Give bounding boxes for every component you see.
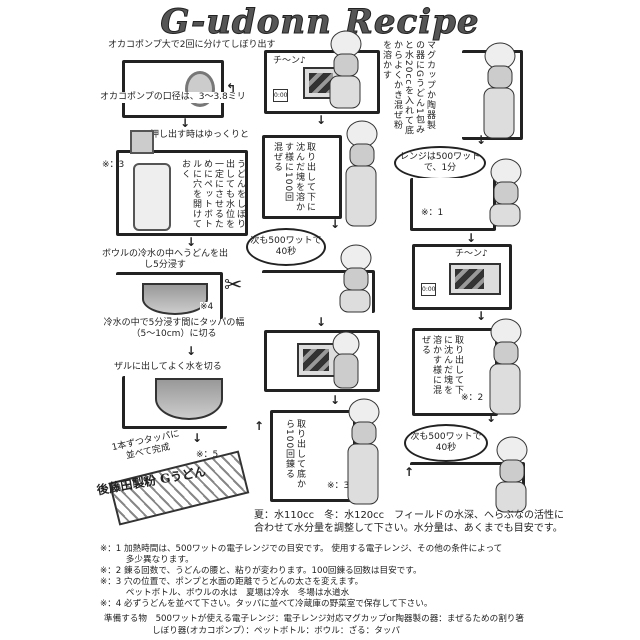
arrow-down-icon: ↓ — [476, 309, 487, 323]
step3-caption: ボウルの冷水の中へうどんを出し5分浸す — [101, 249, 228, 270]
knead-mark: ※：3 — [327, 481, 350, 491]
mark-1: ※：1 — [421, 208, 444, 218]
step2-mark: ※：3 — [102, 160, 125, 170]
speech-bubble: 次も500ワットで40秒 — [246, 228, 326, 266]
chef-illustration — [483, 42, 516, 139]
footnote: ※：1 加熱時間は、500ワットの電子レンジでの目安です。 使用する電子レンジ、… — [100, 544, 503, 554]
mix-text-2: 取り出して下に沈んだ塊を溶かす様に混ぜる — [420, 335, 463, 395]
step4-panel — [122, 376, 227, 429]
footnote: 多少異なります。 — [100, 555, 194, 565]
arrow-down-icon: ↓ — [180, 116, 191, 130]
scissors-icon: ✂ — [224, 273, 243, 298]
chime-text: チ～ン♪ — [455, 249, 488, 259]
chef-illustration — [329, 30, 362, 109]
knead-panel: 取り出して底から100回錬る ※：3 — [270, 410, 356, 502]
arrow-up-icon: ↑ — [404, 465, 415, 479]
chime-text: チ～ン♪ — [273, 56, 306, 66]
chef-illustration — [345, 120, 378, 227]
speech-bubble: レンジは500ワットで、1分 — [394, 146, 486, 180]
water-amount-line-2: 合わせて水分量を調整して下さい。水分量は、あくまでも目安です。 — [254, 523, 563, 534]
chef-illustration — [489, 318, 522, 415]
step3-mark: ※4 — [200, 302, 214, 313]
speech-bubble: 次も500ワットで40秒 — [404, 424, 488, 462]
footnote: ※：3 穴の位置で、ポンプと水面の距離でうどんの太さを変えます。 — [100, 577, 364, 587]
water-amount-line-1: 夏：水110cc 冬：水120cc フィールドの水深、へらぶなの活性に — [254, 510, 564, 521]
mix-text: 取り出して下に沈んだ塊を溶かす様に100回混ぜる — [272, 142, 315, 212]
arrow-down-icon: ↓ — [186, 344, 197, 358]
step5-caption: 1本ずつタッパに並べて完成 — [111, 429, 181, 462]
step1-panel — [122, 60, 224, 118]
step2-text: うどんをしぼり出しても水位を一定にさせるためにペットボトルに穴を開けておく — [180, 159, 245, 229]
chef-illustration — [332, 331, 360, 389]
step1-caption: オカコポンプ大で2回に分けてしぼり出す — [108, 40, 276, 50]
chef-illustration — [489, 158, 522, 227]
microwave-illustration — [449, 263, 501, 295]
colander-illustration — [155, 378, 223, 420]
footnotes: ※：1 加熱時間は、500ワットの電子レンジでの目安です。 使用する電子レンジ、… — [100, 544, 502, 610]
footnote: ※：4 必ずうどんを並べて下さい。タッパに並べて冷蔵庫の野菜室で保存して下さい。 — [100, 599, 433, 609]
recipe-title: G-udonn Recipe — [160, 2, 480, 43]
step2-caption: 押し出す時はゆっくりと — [150, 130, 250, 140]
arrow-down-icon: ↓ — [486, 411, 497, 425]
clock-display: 0:00 — [421, 283, 437, 296]
step1-note: オカコポンプの口径は、3～3.8ミリ — [100, 92, 246, 103]
chef-illustration — [495, 436, 528, 513]
arrow-down-icon: ↓ — [330, 217, 341, 231]
arrow-down-icon: ↓ — [316, 315, 327, 329]
step5-mark: ※：5 — [196, 450, 219, 460]
arrow-down-icon: ↓ — [330, 393, 341, 407]
bowl-illustration — [142, 283, 208, 315]
arrow-down-icon: ↓ — [186, 235, 197, 249]
footnote: ペットボトル、ボウルの水は 夏場は冷水 冬場は水道水 — [100, 588, 350, 598]
arrow-down-icon: ↓ — [316, 113, 327, 127]
knead-text: 取り出して底から100回錬る — [284, 419, 305, 489]
microwave-panel-3: チ～ン♪ 0:00 — [412, 244, 512, 310]
mark-2: ※：2 — [461, 393, 484, 403]
step3-note: 冷水の中で5分浸す間にタッパの幅（5～10cm）に切る — [103, 318, 245, 339]
prep-list-line-2: しぼり器(オカコポンプ）：ペットボトル：ボウル：ざる：タッパ — [152, 626, 401, 636]
footnote: ※：2 錬る回数で、うどんの腰と、粘りが変わります。100回錬る回数は目安です。 — [100, 566, 422, 576]
clock-display: 0:00 — [273, 89, 289, 102]
bottle-illustration — [133, 163, 171, 231]
chef-illustration — [339, 244, 372, 313]
mix-panel: 取り出して下に沈んだ塊を溶かす様に100回混ぜる — [262, 135, 342, 219]
arrow-up-icon: ↑ — [254, 419, 265, 433]
pump-illustration — [130, 130, 154, 154]
step2-panel: うどんをしぼり出しても水位を一定にさせるためにペットボトルに穴を開けておく — [116, 150, 248, 236]
arrow-icon: ↰ — [226, 81, 237, 95]
arrow-down-icon: ↓ — [476, 133, 487, 147]
prep-list-line-1: 準備する物 500ワットが使える電子レンジ：電子レンジ対応マグカップor陶器製の… — [104, 614, 524, 624]
arrow-down-icon: ↓ — [466, 231, 477, 245]
intro-text: マグカップか陶器製の器にGうどん1包みと水20ccを入れて底からよくかき混ぜ粉を… — [381, 40, 435, 136]
step4-caption: ザルに出してよく水を切る — [114, 362, 222, 372]
arrow-down-icon: ↓ — [192, 431, 203, 445]
chef-illustration — [347, 398, 380, 505]
